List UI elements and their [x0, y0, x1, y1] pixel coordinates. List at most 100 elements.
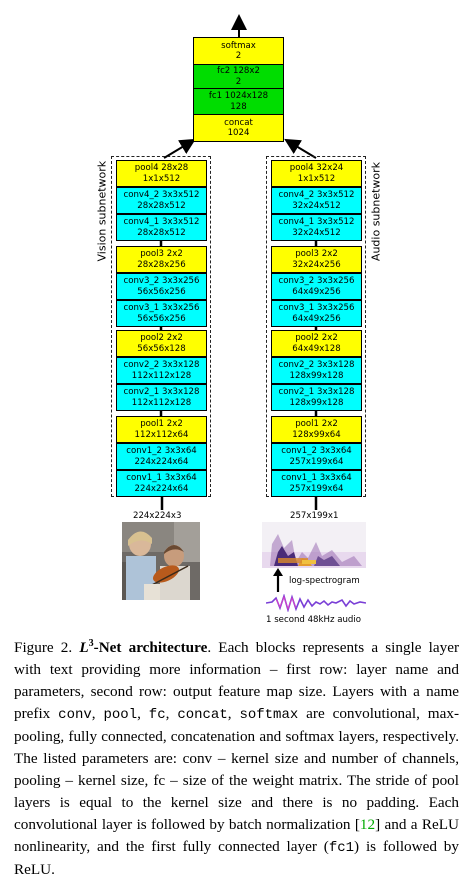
output-size: 28x28x512: [137, 200, 186, 211]
output-size: 56x56x256: [137, 286, 186, 297]
output-size: 112x112x128: [131, 397, 192, 408]
output-size: 2: [235, 76, 242, 87]
layer-name-params: conv2_2 3x3x128: [123, 360, 200, 370]
vision-to-concat-arrow: [163, 138, 196, 159]
layer-name-params: fc2 128x2: [217, 66, 260, 76]
audio-to-concat-arrow: [284, 138, 317, 159]
layer-name-params: conv2_1 3x3x128: [123, 387, 200, 397]
layer-name-params: pool3 2x2: [140, 249, 183, 259]
prefix-pool: pool: [103, 707, 138, 723]
output-size: 64x49x256: [292, 313, 341, 324]
caption-text-3: ] and a ReLU nonlinearity, and the first…: [14, 816, 460, 855]
layer-name-params: conv4_1 3x3x512: [278, 217, 355, 227]
audio-waveform-image: [266, 594, 366, 612]
layer-name-params: concat: [224, 117, 253, 128]
output-size: 128x99x128: [289, 370, 344, 381]
prefix-fc: fc: [148, 707, 166, 723]
prefix-concat: concat: [177, 707, 228, 723]
figure-title: L3-Net architecture: [79, 637, 208, 656]
vision-subnetwork-label: Vision subnetwork: [95, 160, 109, 262]
fc1-code: fc1: [328, 840, 355, 856]
output-size: 1x1x512: [297, 173, 336, 184]
layer-name-params: softmax: [221, 40, 256, 51]
output-size: 224x224x64: [134, 483, 189, 494]
sep-1: ,: [91, 705, 104, 722]
sep-4: ,: [227, 705, 240, 722]
audio-input-label: 1 second 48kHz audio: [266, 615, 362, 625]
layer-name-params: conv3_2 3x3x256: [123, 276, 200, 286]
layer-name-params: conv4_2 3x3x512: [278, 190, 355, 200]
layer-name-params: pool4 28x28: [134, 163, 189, 173]
output-size: 257x199x64: [289, 456, 344, 467]
layer-name-params: pool3 2x2: [295, 249, 338, 259]
vision-input-size-label: 224x224x3: [133, 511, 182, 521]
layer-name-params: conv3_2 3x3x256: [278, 276, 355, 286]
output-size: 56x56x128: [137, 343, 186, 354]
prefix-conv: conv: [58, 707, 92, 723]
output-size: 112x112x64: [134, 429, 189, 440]
layer-name-params: conv1_1 3x3x64: [281, 473, 352, 483]
layer-name-params: conv3_1 3x3x256: [278, 303, 355, 313]
title-text: -Net architecture: [93, 639, 208, 656]
input-video-frame-image: [122, 522, 200, 600]
output-size: 32x24x512: [292, 227, 341, 238]
output-size: 64x49x256: [292, 286, 341, 297]
connection-arrows: [159, 14, 318, 510]
math-superscript: 3: [88, 637, 94, 649]
output-size: 32x24x256: [292, 259, 341, 270]
figure-caption: Figure 2. L3-Net architecture. Each bloc…: [14, 637, 459, 881]
layer-name-params: conv1_2 3x3x64: [281, 446, 352, 456]
output-size: 28x28x512: [137, 227, 186, 238]
output-size: 112x112x128: [131, 370, 192, 381]
output-size: 2: [235, 51, 242, 61]
layer-name-params: fc1 1024x128: [208, 91, 269, 101]
audio-input-size-label: 257x199x1: [290, 511, 339, 521]
caption-text-2: are convolutional, max-pooling, fully co…: [14, 705, 460, 833]
layer-name-params: conv1_2 3x3x64: [126, 446, 197, 456]
layer-name-params: pool1 2x2: [295, 419, 338, 429]
sep-3: ,: [165, 705, 178, 722]
output-size: 128x99x128: [289, 397, 344, 408]
output-size: 128: [230, 101, 247, 112]
layer-name-params: pool1 2x2: [140, 419, 183, 429]
citation-link[interactable]: 12: [359, 816, 376, 833]
output-size: 1024: [227, 128, 250, 138]
math-symbol: L: [79, 639, 89, 656]
log-spectrogram-label: log-spectrogram: [289, 576, 360, 586]
layer-name-params: conv2_1 3x3x128: [278, 387, 355, 397]
layer-name-params: pool2 2x2: [295, 333, 338, 343]
output-size: 56x56x256: [137, 313, 186, 324]
layer-name-params: pool4 32x24: [289, 163, 344, 173]
layer-name-params: conv4_2 3x3x512: [123, 190, 200, 200]
output-size: 28x28x256: [137, 259, 186, 270]
output-size: 257x199x64: [289, 483, 344, 494]
layer-name-params: conv1_1 3x3x64: [126, 473, 197, 483]
sep-2: ,: [137, 705, 149, 722]
spectrogram-arrow: [273, 568, 283, 592]
